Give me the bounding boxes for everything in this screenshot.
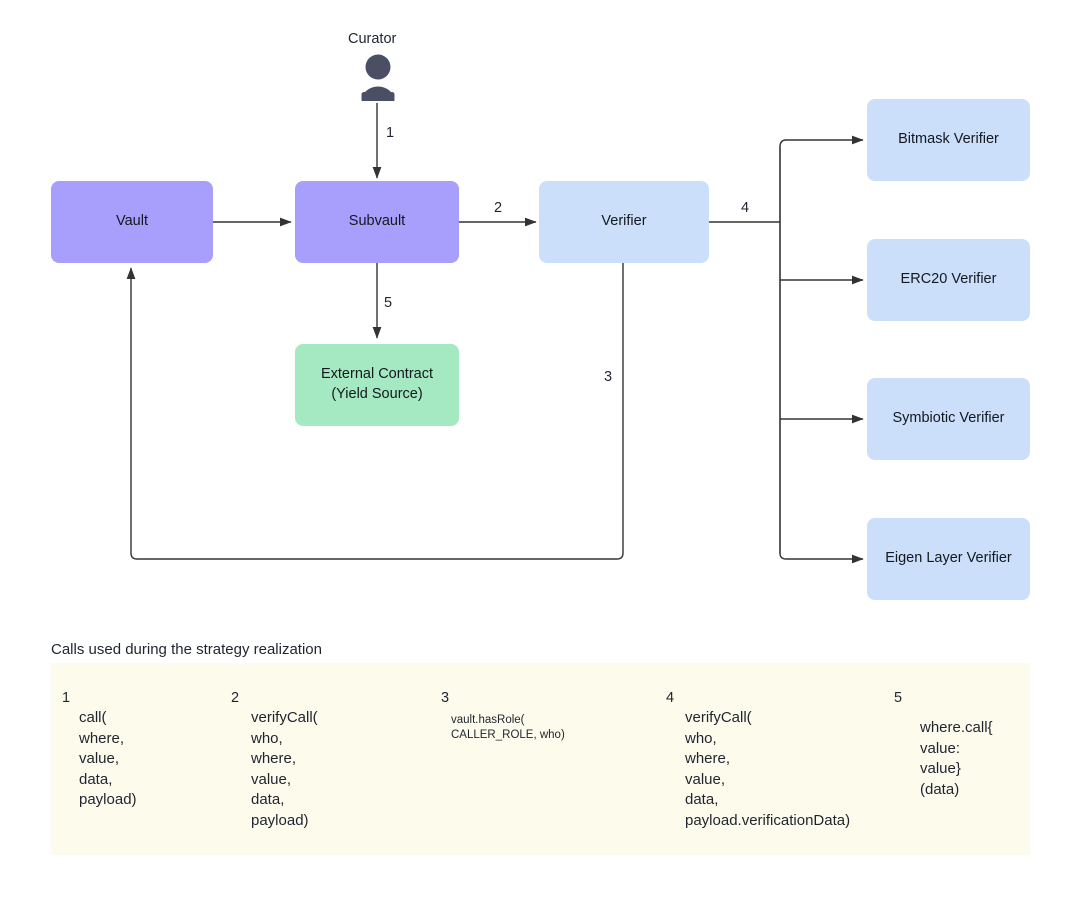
- legend-item-4-code: verifyCall( who, where, value, data, pay…: [685, 709, 851, 829]
- node-erc20-verifier-label: ERC20 Verifier: [900, 271, 997, 288]
- node-bitmask-verifier[interactable]: Bitmask Verifier: [867, 99, 1030, 181]
- node-symbiotic-verifier-label: Symbiotic Verifier: [892, 410, 1005, 427]
- node-eigen-layer-verifier-label: Eigen Layer Verifier: [885, 550, 1012, 567]
- edge-label-5: 5: [384, 295, 393, 311]
- edge-label-4: 4: [741, 200, 750, 216]
- legend-title: Calls used during the strategy realizati…: [51, 641, 322, 658]
- node-bitmask-verifier-label: Bitmask Verifier: [898, 131, 999, 148]
- node-verifier[interactable]: Verifier: [539, 181, 709, 263]
- node-external-contract[interactable]: External Contract (Yield Source): [295, 344, 459, 426]
- legend-item-5-code: where.call{ value: value} (data): [920, 719, 993, 798]
- node-external-contract-label-line1: External Contract: [320, 366, 434, 383]
- node-symbiotic-verifier[interactable]: Symbiotic Verifier: [867, 378, 1030, 460]
- legend-panel: 1 call( where, value, data, payload) 2 v…: [51, 663, 1030, 855]
- person-icon: [361, 54, 395, 101]
- node-eigen-layer-verifier[interactable]: Eigen Layer Verifier: [867, 518, 1030, 600]
- legend-item-3-code: vault.hasRole( CALLER_ROLE, who): [451, 714, 565, 741]
- node-verifier-label: Verifier: [601, 213, 647, 230]
- legend-item-1-number: 1: [62, 690, 71, 706]
- node-subvault-label: Subvault: [348, 213, 406, 230]
- node-external-contract-label-line2: (Yield Source): [331, 386, 423, 402]
- legend-item-4-number: 4: [666, 690, 675, 706]
- legend-item-1-code: call( where, value, data, payload): [79, 709, 137, 808]
- node-erc20-verifier[interactable]: ERC20 Verifier: [867, 239, 1030, 321]
- legend-item-3-number: 3: [441, 690, 450, 706]
- edge-bus-to-bitmask: [779, 135, 864, 148]
- legend-item-2-number: 2: [231, 690, 240, 706]
- node-vault[interactable]: Vault: [51, 181, 213, 263]
- legend-item-5-number: 5: [894, 690, 903, 706]
- edge-label-3: 3: [604, 369, 613, 385]
- node-vault-label: Vault: [116, 213, 148, 230]
- edge-bus-to-eigen: [779, 552, 864, 564]
- curator-label: Curator: [348, 31, 397, 47]
- legend-item-2-code: verifyCall( who, where, value, data, pay…: [251, 709, 318, 829]
- node-subvault[interactable]: Subvault: [295, 181, 459, 263]
- edge-label-1: 1: [386, 125, 395, 141]
- edge-label-2: 2: [494, 200, 503, 216]
